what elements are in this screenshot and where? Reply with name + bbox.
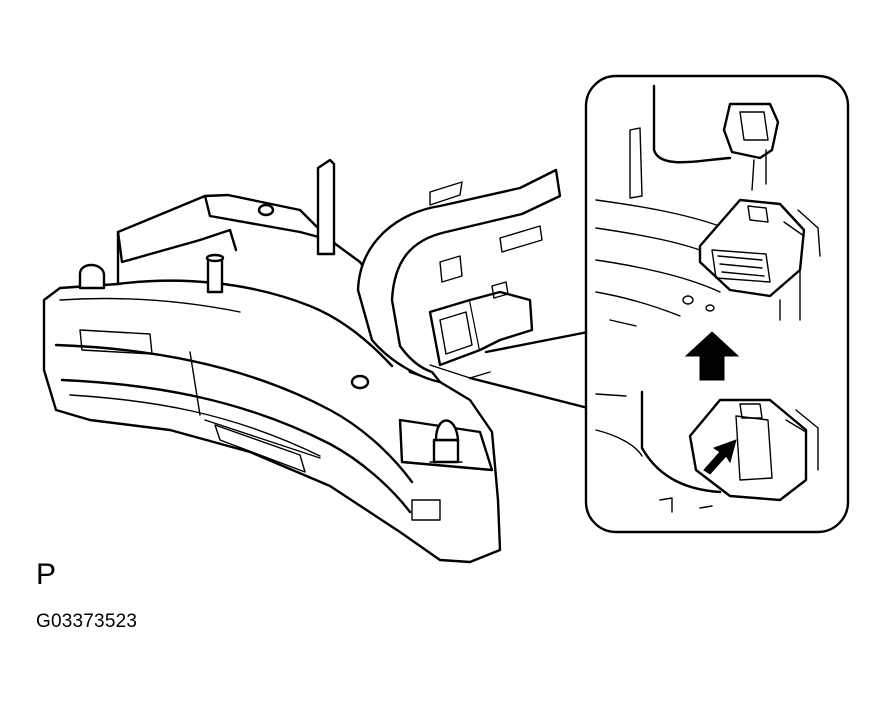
- detail-connector-locked: [595, 390, 819, 513]
- arrow-up-icon: [684, 331, 740, 381]
- detail-inset: [584, 74, 850, 534]
- detail-connector-unlocked: [595, 84, 821, 327]
- figure-id: G03373523: [36, 611, 138, 632]
- arrow-diagonal-icon: [703, 439, 737, 475]
- combination-meter-housing: [42, 158, 502, 564]
- flat-cable: [356, 168, 562, 384]
- connector-main: [428, 255, 534, 379]
- callout-leaders: [468, 330, 590, 410]
- view-letter: P: [36, 558, 57, 591]
